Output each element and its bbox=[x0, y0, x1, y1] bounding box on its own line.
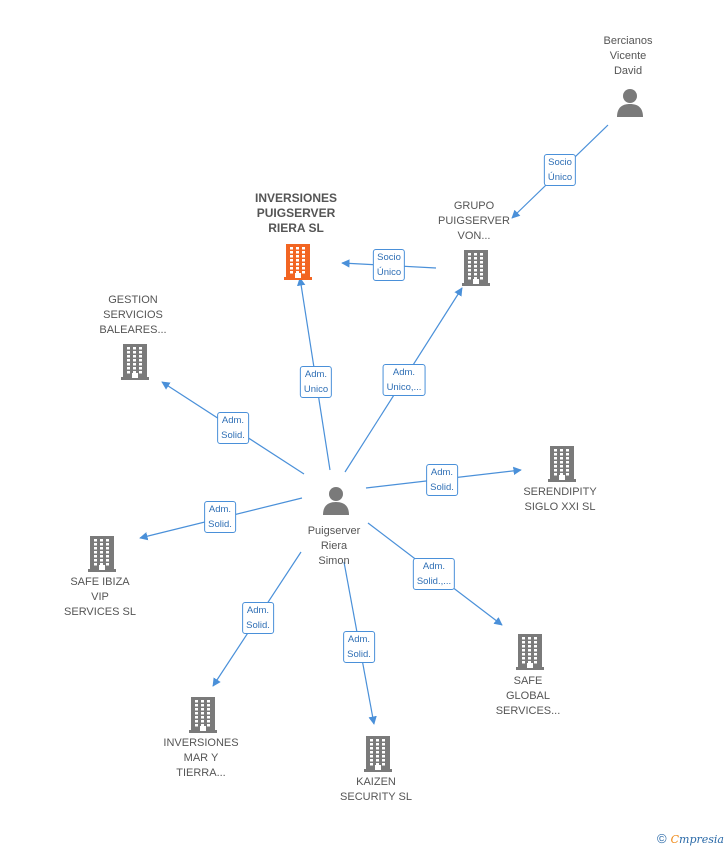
node-label-inversiones-mar[interactable]: INVERSIONES MAR Y TIERRA... bbox=[163, 737, 239, 779]
node-label-serendipity[interactable]: SERENDIPITY SIGLO XXI SL bbox=[523, 486, 597, 513]
edge-label[interactable]: Adm. Solid.,... bbox=[412, 558, 456, 590]
person-icon[interactable] bbox=[615, 87, 645, 122]
edge-label[interactable]: Adm. Solid. bbox=[343, 631, 375, 663]
edge-label[interactable]: Adm. Solid. bbox=[217, 412, 249, 444]
building-icon[interactable] bbox=[548, 446, 576, 487]
building-icon[interactable] bbox=[462, 250, 490, 291]
building-icon[interactable] bbox=[121, 344, 149, 385]
edge-label[interactable]: Adm. Solid. bbox=[426, 464, 458, 496]
edge-label[interactable]: Adm. Unico bbox=[299, 366, 333, 398]
edge-label[interactable]: Adm. Unico,... bbox=[382, 364, 426, 396]
edge-label[interactable]: Adm. Solid. bbox=[242, 602, 274, 634]
footer-brand: ©Cmpresia bbox=[657, 831, 724, 846]
node-label-puigserver[interactable]: Puigserver Riera Simon bbox=[307, 525, 361, 567]
brand-logo: Cmpresia bbox=[670, 833, 724, 846]
node-label-safe-global[interactable]: SAFE GLOBAL SERVICES... bbox=[495, 675, 561, 717]
edge-label[interactable]: Adm. Solid. bbox=[204, 501, 236, 533]
edge-label[interactable]: Socio Único bbox=[543, 154, 577, 186]
person-icon[interactable] bbox=[321, 485, 351, 520]
building-icon[interactable] bbox=[364, 736, 392, 777]
building-icon[interactable] bbox=[88, 536, 116, 577]
node-label-inversiones-puig[interactable]: INVERSIONES PUIGSERVER RIERA SL bbox=[254, 191, 338, 235]
building-icon[interactable] bbox=[189, 697, 217, 738]
node-label-bercianos[interactable]: Bercianos Vicente David bbox=[603, 35, 653, 77]
node-label-safe-ibiza[interactable]: SAFE IBIZA VIP SERVICES SL bbox=[64, 576, 136, 618]
node-label-gestion[interactable]: GESTION SERVICIOS BALEARES... bbox=[99, 294, 167, 336]
copyright-symbol: © bbox=[657, 831, 667, 846]
building-icon[interactable] bbox=[284, 244, 312, 285]
building-icon[interactable] bbox=[516, 634, 544, 675]
node-label-kaizen[interactable]: KAIZEN SECURITY SL bbox=[340, 776, 412, 803]
node-label-grupo[interactable]: GRUPO PUIGSERVER VON... bbox=[438, 200, 510, 242]
edge-label[interactable]: Socio Único bbox=[372, 249, 406, 281]
